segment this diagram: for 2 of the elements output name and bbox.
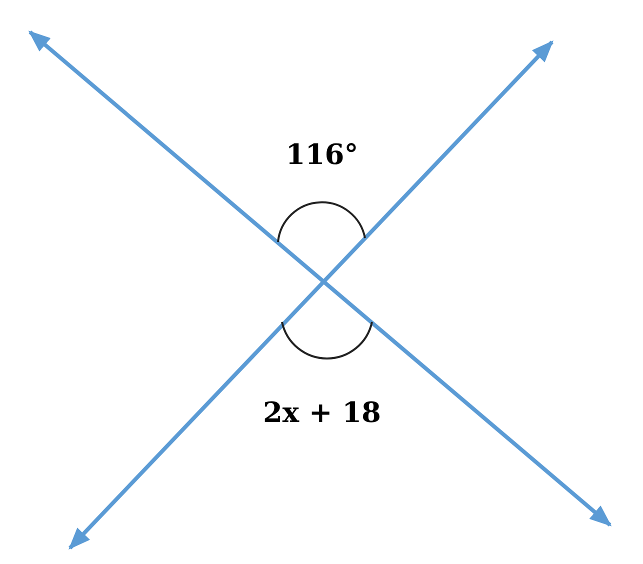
angle-label: 2x + 18 <box>262 398 382 429</box>
angle-label: 116° <box>286 140 358 171</box>
